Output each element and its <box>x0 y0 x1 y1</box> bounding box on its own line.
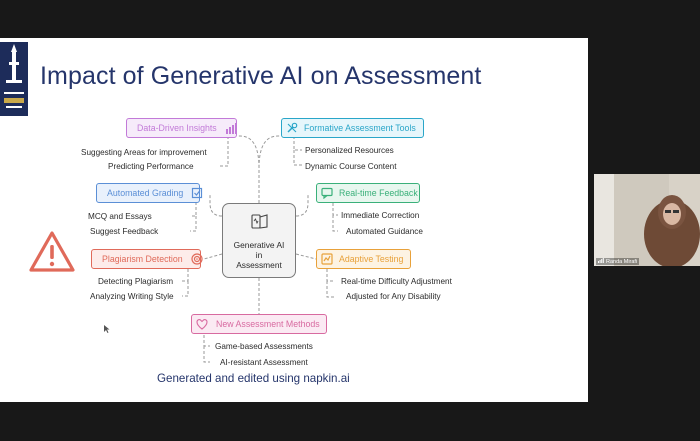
sub-item: Suggesting Areas for improvement <box>81 148 207 157</box>
node-plagiarism-detection: Plagiarism Detection <box>91 249 203 269</box>
sub-item: Immediate Correction <box>341 211 420 220</box>
presentation-slide: Impact of Generative AI on Assessment <box>0 38 588 402</box>
sub-item: AI-resistant Assessment <box>220 358 308 367</box>
sub-item: Analyzing Writing Style <box>90 292 174 301</box>
sub-item: Automated Guidance <box>346 227 423 236</box>
methods-icon <box>196 318 216 330</box>
center-label: Generative AI in Assessment <box>233 240 285 270</box>
sub-item: Suggest Feedback <box>90 227 159 236</box>
feedback-icon <box>321 187 339 199</box>
node-data-driven-insights: Data-Driven Insights <box>126 118 237 138</box>
university-logo <box>0 42 28 116</box>
mouse-cursor-icon <box>104 320 110 338</box>
slide-caption: Generated and edited using napkin.ai <box>157 372 350 385</box>
ai-device-icon <box>223 213 295 236</box>
warning-triangle-icon <box>28 230 76 278</box>
target-icon <box>183 253 203 265</box>
sub-item: MCQ and Essays <box>88 212 152 221</box>
adaptive-icon <box>321 253 339 265</box>
node-automated-grading: Automated Grading <box>96 183 203 203</box>
sub-item: Personalized Resources <box>305 146 394 155</box>
sub-item: Game-based Assessments <box>215 342 313 351</box>
center-node: Generative AI in Assessment <box>222 203 296 278</box>
grading-icon <box>183 187 203 199</box>
node-real-time-feedback: Real-time Feedback <box>316 183 420 203</box>
sub-item: Dynamic Course Content <box>305 162 397 171</box>
participant-name-label: Randa Mirafi <box>596 258 640 265</box>
participant-video-tile[interactable]: Randa Mirafi <box>594 174 700 266</box>
sub-item: Detecting Plagiarism <box>98 277 174 286</box>
mindmap-connectors <box>182 135 338 363</box>
node-new-assessment-methods: New Assessment Methods <box>191 314 327 334</box>
sub-item: Adjusted for Any Disability <box>346 292 441 301</box>
bar-chart-icon <box>217 122 238 134</box>
node-formative-assessment-tools: Formative Assessment Tools <box>281 118 424 138</box>
slide-title: Impact of Generative AI on Assessment <box>40 62 482 90</box>
participant-video-feed <box>594 174 700 266</box>
sub-item: Real-time Difficulty Adjustment <box>341 277 452 286</box>
signal-icon <box>598 258 604 265</box>
sub-item: Predicting Performance <box>108 162 194 171</box>
tools-icon <box>286 122 304 134</box>
node-adaptive-testing: Adaptive Testing <box>316 249 411 269</box>
